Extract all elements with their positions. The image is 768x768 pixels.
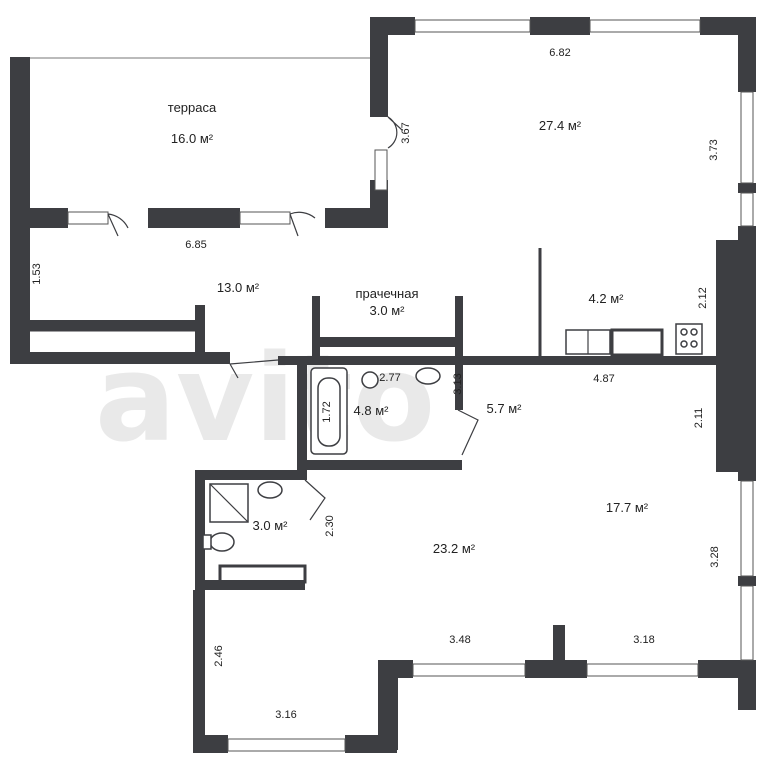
fixtures — [202, 323, 703, 552]
living-top-area: 27.4 м² — [539, 118, 582, 133]
dim-label: 2.46 — [213, 645, 225, 666]
toilet-icon — [361, 371, 379, 389]
dim-label: 2.77 — [379, 372, 400, 384]
terrace-name: терраса — [168, 100, 217, 115]
washbasin-icon — [257, 481, 283, 499]
dim-label: 2.12 — [697, 287, 709, 308]
dim-label: 1.72 — [321, 401, 333, 422]
sink-icon — [415, 367, 441, 385]
dim-label: 2.30 — [324, 515, 336, 536]
dim-label: 3.73 — [708, 139, 720, 160]
watermark: avito — [95, 330, 435, 469]
doors — [107, 116, 479, 521]
dim-label: 3.28 — [709, 546, 721, 567]
dim-label: 6.82 — [549, 47, 570, 59]
dim-label: 2.11 — [693, 408, 705, 429]
dim-label: 3.67 — [400, 122, 412, 143]
partitions — [20, 248, 664, 584]
main-room-area: 23.2 м² — [433, 541, 476, 556]
dim-label: 6.85 — [185, 239, 206, 251]
dim-label: 4.87 — [593, 373, 614, 385]
dim-label: 3.16 — [275, 709, 296, 721]
bedroom-area: 17.7 м² — [606, 500, 649, 515]
kitchen-nook-area: 4.2 м² — [589, 291, 625, 306]
stove-icon — [675, 323, 703, 355]
hall-area: 13.0 м² — [217, 280, 260, 295]
dim-label: 3.18 — [633, 634, 654, 646]
corridor-area: 5.7 м² — [487, 401, 523, 416]
laundry-area: 3.0 м² — [370, 303, 406, 318]
terrace-area: 16.0 м² — [171, 131, 214, 146]
laundry-name: прачечная — [355, 286, 418, 301]
bath-area: 4.8 м² — [354, 403, 390, 418]
dim-label: 3.48 — [449, 634, 470, 646]
windows — [30, 19, 754, 752]
dim-label: 1.53 — [31, 263, 43, 284]
shower-room-area: 3.0 м² — [253, 518, 289, 533]
wc-icon — [209, 532, 235, 552]
dim-label: 3.13 — [452, 373, 464, 394]
